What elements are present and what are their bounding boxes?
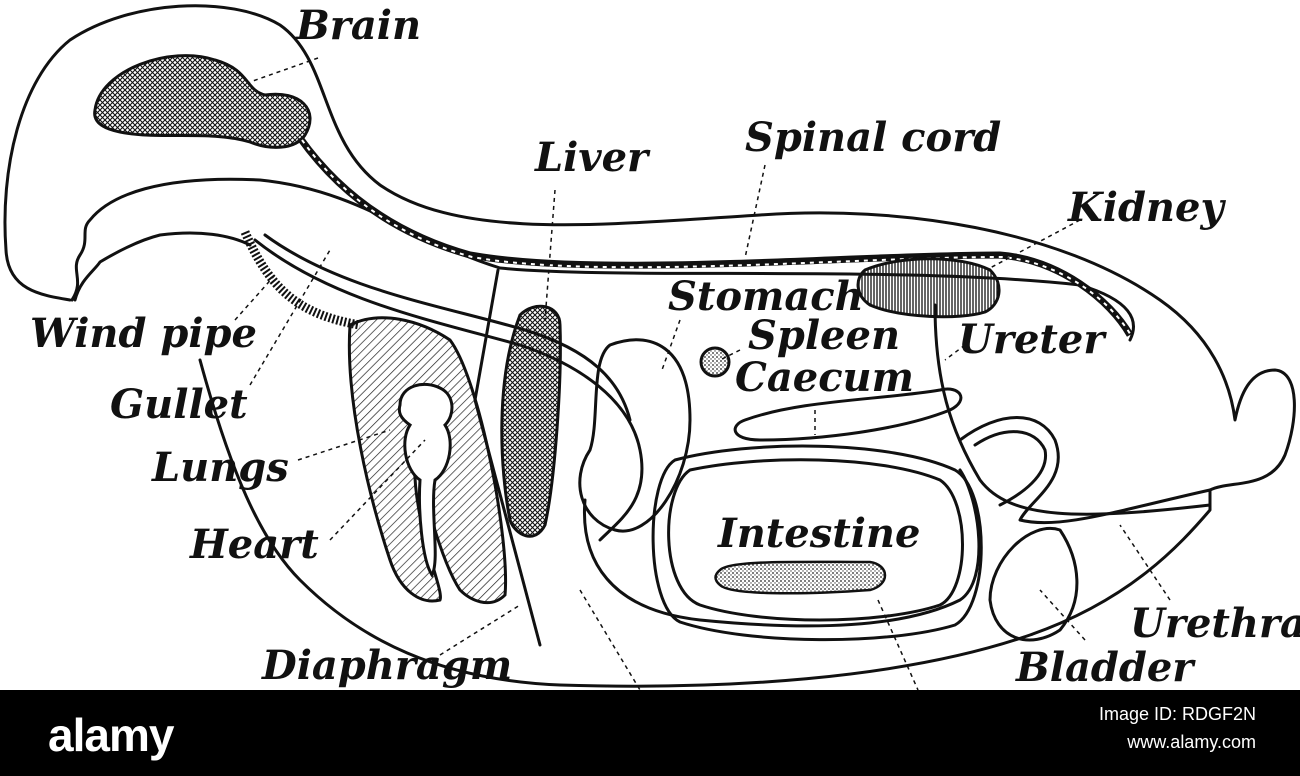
label-diaphragm: Diaphragm: [262, 642, 513, 689]
label-heart: Heart: [190, 521, 319, 568]
label-spinal-cord: Spinal cord: [745, 114, 1002, 161]
leader-bladder: [1039, 589, 1086, 641]
body-outline: [3, 4, 1296, 688]
label-wind-pipe: Wind pipe: [30, 310, 257, 357]
leader-lungs: [297, 429, 391, 461]
label-kidney: Kidney: [1068, 184, 1224, 231]
leader-brain: [249, 57, 319, 83]
leader-urethra: [1119, 524, 1171, 601]
label-stomach: Stomach: [668, 273, 864, 320]
label-urethra: Urethra: [1130, 600, 1300, 647]
label-gullet: Gullet: [110, 381, 248, 428]
bladder-outline: [988, 527, 1079, 642]
intestine-loop-outer: [582, 468, 981, 628]
heart-shape: [397, 382, 454, 578]
windpipe-shape: [240, 230, 361, 330]
image-id-text: Image ID: RDGF2N: [1098, 704, 1256, 724]
stock-logo: alamy: [48, 709, 174, 761]
intestine-content-shape: [714, 560, 887, 595]
spleen-shape: [699, 346, 731, 378]
kidney-shape: [856, 257, 1001, 319]
leader-heart: [329, 439, 426, 541]
jaw-contour: [73, 231, 252, 302]
label-lungs: Lungs: [152, 444, 289, 491]
leader-spinal-cord: [744, 164, 766, 259]
anatomy-diagram: [3, 4, 1296, 690]
leader-intestine: [877, 599, 919, 690]
watermark-footer: alamy Image ID: RDGF2N www.alamy.com: [0, 690, 1300, 776]
label-caecum: Caecum: [735, 354, 914, 401]
label-intestine: Intestine: [718, 510, 921, 557]
leader-spleen: [719, 349, 741, 361]
leader-wind-pipe: [234, 274, 276, 321]
leader-diaphragm-2: [579, 589, 641, 690]
ureter-tube: [933, 303, 1212, 516]
leader-liver: [544, 189, 556, 321]
spinal-cord-shape: [297, 135, 1134, 337]
site-url-text: www.alamy.com: [1127, 732, 1256, 752]
leader-gullet: [249, 249, 331, 386]
label-bladder: Bladder: [1016, 644, 1194, 691]
label-brain: Brain: [296, 2, 422, 49]
label-spleen: Spleen: [748, 312, 901, 359]
label-ureter: Ureter: [958, 316, 1105, 363]
intestine-loop-inner: [667, 458, 964, 622]
leader-stomach: [661, 319, 681, 371]
liver-shape: [500, 304, 562, 538]
stomach-outline: [578, 338, 692, 533]
brain-shape: [93, 54, 312, 149]
gullet-tube: [253, 238, 644, 542]
label-liver: Liver: [535, 134, 649, 181]
leader-kidney: [989, 219, 1081, 269]
